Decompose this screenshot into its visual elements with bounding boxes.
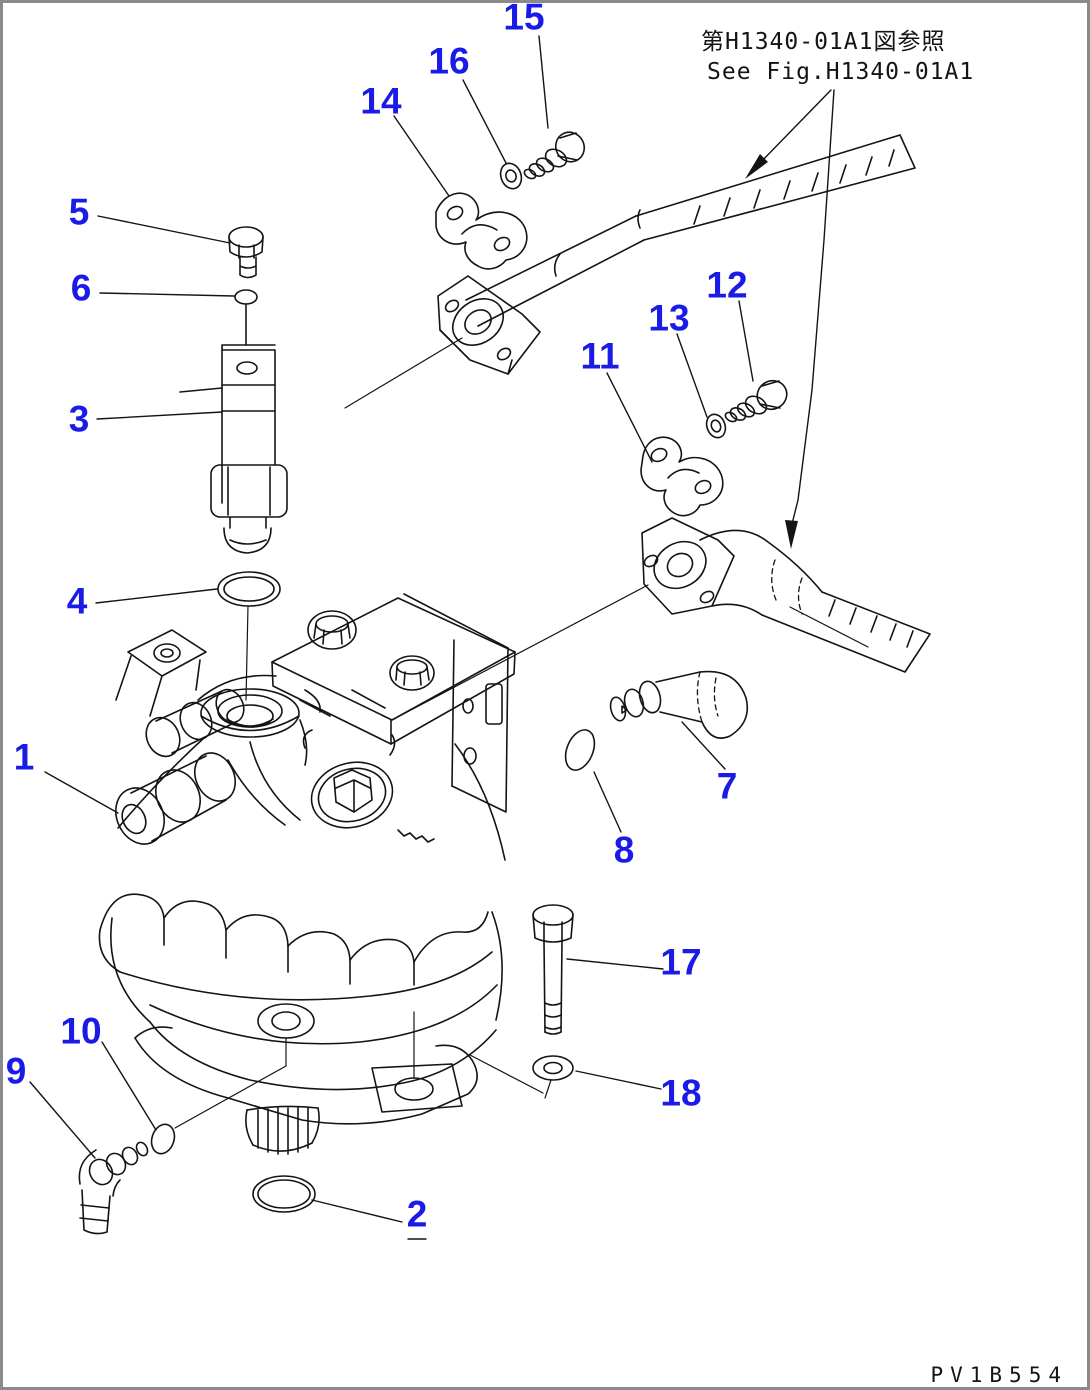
callout-leader-2	[311, 1199, 403, 1223]
callout-number-16: 16	[428, 41, 469, 82]
callout-leader-16	[462, 79, 507, 164]
callout-number-15: 15	[503, 0, 544, 38]
callout-leader-8	[593, 771, 622, 833]
callout-number-12: 12	[706, 265, 747, 306]
elbow-part7	[609, 670, 749, 739]
callout-number-10: 10	[60, 1011, 101, 1052]
oring-part6	[234, 289, 258, 346]
callout-leader-1	[44, 771, 119, 814]
callout-number-11: 11	[580, 336, 619, 377]
callout-number-18: 18	[660, 1073, 701, 1114]
upper-hose-assembly	[437, 134, 916, 375]
bolt-part17	[532, 904, 574, 1035]
motor-left-arm	[115, 629, 207, 717]
motor-mid-curves	[117, 719, 506, 861]
drawing-code: PV1B554	[930, 1363, 1068, 1387]
callout-leader-15	[538, 35, 549, 129]
callout-number-1: 1	[14, 737, 35, 778]
callout-number-9: 9	[6, 1051, 27, 1092]
motor-lobe-band	[98, 893, 493, 1001]
callout-number-13: 13	[648, 298, 689, 339]
lower-hose-assembly	[641, 517, 931, 673]
clamp-part14	[435, 192, 528, 270]
callout-number-2: 2	[407, 1194, 428, 1235]
callout-leader-6	[99, 292, 235, 297]
oring10-seat-lines	[174, 1037, 287, 1129]
callout-leader-5	[97, 215, 231, 244]
callout-number-7: 7	[717, 766, 738, 807]
oring-part8	[564, 729, 596, 771]
motor-top-block	[271, 597, 516, 745]
bolt-part5	[228, 226, 264, 279]
motor-center-hex	[302, 729, 396, 829]
callout-leader-12	[738, 300, 754, 382]
washer-part18	[532, 1055, 574, 1099]
oring-part10	[150, 1123, 176, 1155]
elbow-part9	[78, 1141, 149, 1235]
callout-leader-17	[566, 958, 664, 970]
washer-part13	[705, 413, 727, 439]
bolt-part15	[523, 131, 586, 180]
callout-leader-7	[681, 721, 726, 770]
oring-part2	[252, 1175, 316, 1213]
callout-leader-11	[606, 372, 653, 463]
valve-part3	[179, 344, 288, 554]
callout-number-3: 3	[69, 399, 90, 440]
motor-left-bosses	[115, 688, 245, 845]
reference-note-english: See Fig.H1340-01A1	[707, 59, 974, 85]
see-fig-leader-lines	[745, 89, 869, 648]
motor-body	[98, 593, 516, 1155]
washer-part16	[499, 162, 523, 190]
motor-rear-plate	[397, 593, 509, 843]
bolt-part12	[724, 379, 788, 423]
callout-leader-4	[95, 588, 218, 604]
assembly-lines	[344, 337, 649, 1094]
motor-coupling	[245, 1105, 320, 1155]
callout-number-4: 4	[67, 581, 88, 622]
clamp-part11	[640, 436, 724, 517]
callout-leader-13	[676, 333, 708, 418]
callout-number-14: 14	[360, 81, 402, 122]
callout-leader-10	[101, 1041, 157, 1131]
callout-leader-3	[96, 411, 223, 420]
callout-number-6: 6	[71, 268, 92, 309]
motor-lower-case	[110, 911, 503, 1091]
callout-leader-14	[393, 115, 450, 197]
callout-number-8: 8	[614, 830, 635, 871]
oring-part4	[217, 571, 281, 701]
callout-number-17: 17	[660, 942, 701, 983]
callout-leader-9	[29, 1081, 96, 1159]
callout-leader-18	[575, 1070, 662, 1090]
motor-bottom-flange	[134, 1003, 478, 1125]
callout-number-5: 5	[69, 192, 90, 233]
reference-note-japanese: 第H1340-01A1図参照	[701, 29, 945, 55]
deck-edge-line	[789, 606, 869, 648]
